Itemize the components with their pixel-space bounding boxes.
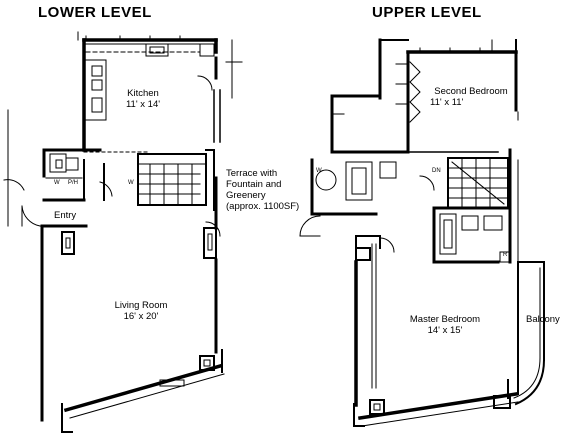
upper-stair-tag: DN bbox=[432, 168, 441, 174]
kitchen-size: 11' x 14' bbox=[125, 99, 161, 110]
living-room-label: Living Room 16' x 20' bbox=[108, 300, 174, 322]
second-bedroom-size: 11' x 11' bbox=[430, 97, 464, 108]
terrace-line4: (approx. 1100SF) bbox=[226, 201, 300, 212]
terrace-line2: Fountain and bbox=[226, 179, 282, 190]
lower-level-walls bbox=[3, 31, 243, 433]
lower-closet-tag-a: W bbox=[54, 180, 60, 186]
lower-stair-tag: W bbox=[128, 180, 134, 186]
entry-label: Entry bbox=[54, 210, 77, 221]
terrace-line3: Greenery bbox=[226, 190, 266, 201]
second-bedroom-name: Second Bedroom bbox=[434, 86, 508, 97]
upper-level-title: UPPER LEVEL bbox=[372, 4, 482, 21]
lower-level-title: LOWER LEVEL bbox=[38, 4, 152, 21]
upper-closet-tag-a: W bbox=[316, 168, 322, 174]
second-bedroom-label: Second Bedroom 11' x 11' bbox=[428, 86, 514, 108]
upper-level-walls bbox=[299, 38, 546, 427]
kitchen-name: Kitchen bbox=[127, 88, 159, 99]
master-bedroom-label: Master Bedroom 14' x 15' bbox=[404, 314, 486, 336]
terrace-label: Terrace with Fountain and Greenery (appr… bbox=[226, 168, 299, 212]
balcony-label: Balcony bbox=[526, 314, 560, 325]
living-room-name: Living Room bbox=[114, 300, 168, 311]
kitchen-label: Kitchen 11' x 14' bbox=[118, 88, 168, 110]
living-room-size: 16' x 20' bbox=[123, 311, 159, 322]
lower-closet-tag-b: P/H bbox=[68, 180, 79, 186]
terrace-line1: Terrace with bbox=[226, 168, 278, 179]
master-bedroom-name: Master Bedroom bbox=[409, 314, 481, 325]
upper-closet-tag-b: R bbox=[503, 252, 508, 258]
master-bedroom-size: 14' x 15' bbox=[427, 325, 463, 336]
